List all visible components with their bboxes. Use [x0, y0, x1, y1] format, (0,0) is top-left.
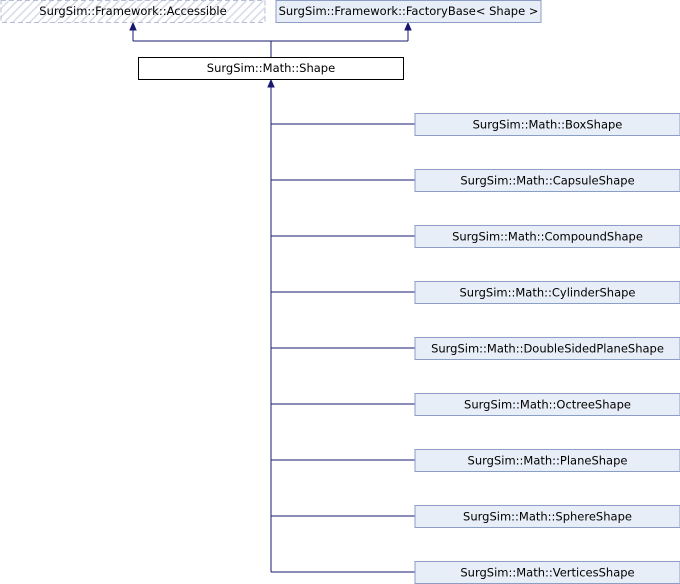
derived-node-compoundshape[interactable]: SurgSim::Math::CompoundShape	[414, 225, 680, 248]
derived-node-doublesidedplaneshape[interactable]: SurgSim::Math::DoubleSidedPlaneShape	[414, 337, 680, 360]
base-node-factorybase-box	[275, 0, 542, 23]
derived-node-planeshape-label: SurgSim::Math::PlaneShape	[468, 454, 628, 468]
base-node-factorybase[interactable]: SurgSim::Framework::FactoryBase< Shape >	[275, 0, 542, 23]
derived-node-planeshape[interactable]: SurgSim::Math::PlaneShape	[414, 449, 680, 472]
base-node-accessible-label: SurgSim::Framework::Accessible	[39, 4, 226, 18]
derived-node-cylindershape-box	[414, 281, 680, 304]
current-node-shape: SurgSim::Math::Shape	[138, 57, 404, 80]
derived-node-compoundshape-label: SurgSim::Math::CompoundShape	[452, 230, 643, 244]
arrow-to-shape	[267, 78, 275, 88]
derived-node-sphereshape[interactable]: SurgSim::Math::SphereShape	[414, 505, 680, 528]
derived-node-capsuleshape[interactable]: SurgSim::Math::CapsuleShape	[414, 169, 680, 192]
derived-node-octreeshape-label: SurgSim::Math::OctreeShape	[464, 398, 631, 412]
derived-node-capsuleshape-label: SurgSim::Math::CapsuleShape	[460, 174, 634, 188]
derived-node-sphereshape-label: SurgSim::Math::SphereShape	[463, 510, 632, 524]
derived-node-boxshape-label: SurgSim::Math::BoxShape	[473, 118, 623, 132]
derived-node-sphereshape-box	[414, 505, 680, 528]
derived-node-cylindershape-label: SurgSim::Math::CylinderShape	[459, 286, 635, 300]
derived-node-boxshape[interactable]: SurgSim::Math::BoxShape	[414, 113, 680, 136]
inheritance-edges	[129, 21, 415, 573]
derived-node-doublesidedplaneshape-label: SurgSim::Math::DoubleSidedPlaneShape	[431, 342, 664, 356]
arrow-to-accessible	[129, 21, 137, 31]
derived-node-capsuleshape-box	[414, 169, 680, 192]
current-node-shape-box	[138, 57, 404, 80]
base-node-factorybase-label: SurgSim::Framework::FactoryBase< Shape >	[279, 4, 539, 18]
derived-node-octreeshape-box	[414, 393, 680, 416]
arrow-to-factorybase	[404, 21, 412, 31]
derived-node-verticesshape-label: SurgSim::Math::VerticesShape	[460, 566, 634, 580]
derived-node-planeshape-box	[414, 449, 680, 472]
derived-node-verticesshape[interactable]: SurgSim::Math::VerticesShape	[414, 561, 680, 584]
base-node-accessible[interactable]: SurgSim::Framework::Accessible	[0, 0, 266, 23]
current-node-shape-label: SurgSim::Math::Shape	[207, 61, 335, 75]
base-node-accessible-box	[0, 0, 266, 23]
derived-node-compoundshape-box	[414, 225, 680, 248]
derived-node-doublesidedplaneshape-box	[414, 337, 680, 360]
derived-node-cylindershape[interactable]: SurgSim::Math::CylinderShape	[414, 281, 680, 304]
derived-node-octreeshape[interactable]: SurgSim::Math::OctreeShape	[414, 393, 680, 416]
derived-node-boxshape-box	[414, 113, 680, 136]
derived-nodes: SurgSim::Math::BoxShapeSurgSim::Math::Ca…	[414, 113, 680, 584]
